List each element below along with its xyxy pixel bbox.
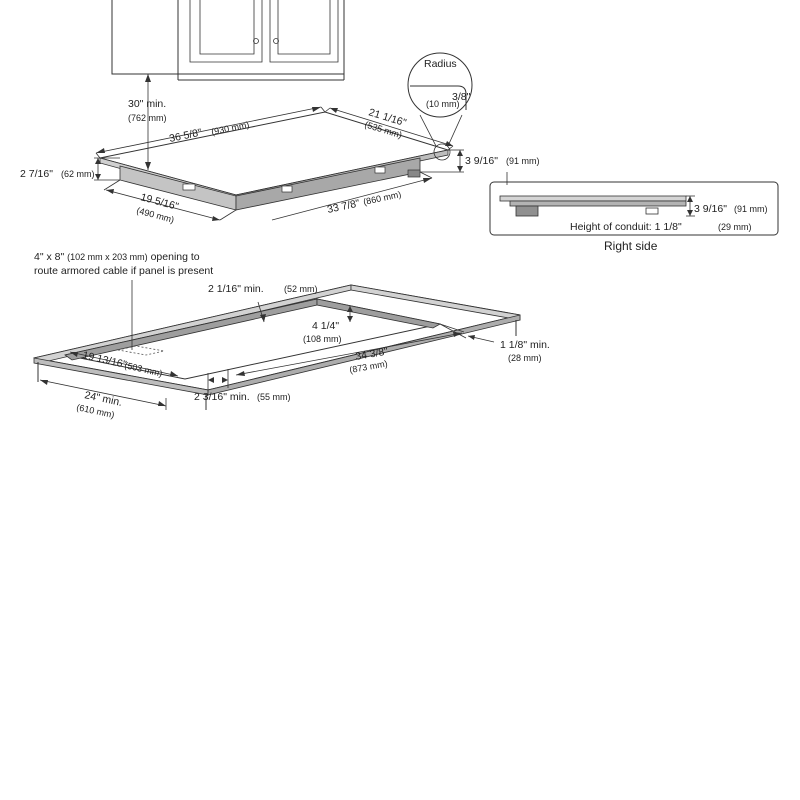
cable-opening-outline <box>117 345 165 356</box>
cooktop-width-mm: (930 mm) <box>210 119 250 137</box>
cabinet-clearance-dimension: 30" min. (762 mm) <box>128 74 167 170</box>
box-width-label: 33 7/8" <box>326 197 361 216</box>
radius-value: 3/8" <box>452 91 471 103</box>
front-clearance-mm: (55 mm) <box>257 392 291 402</box>
cooktop-thickness-label: 3 9/16" <box>465 155 498 167</box>
height-depth-mm: (108 mm) <box>303 334 342 344</box>
cooktop-thickness-mm: (91 mm) <box>506 156 540 166</box>
opening-note-mm: (102 mm x 203 mm) <box>67 252 148 262</box>
opening-note-text: opening to <box>151 251 200 263</box>
right-side-thickness-label: 3 9/16" <box>694 203 727 215</box>
right-side-conduit <box>645 207 659 215</box>
cutout-width-label: 34 3/8" <box>354 345 389 363</box>
countertop-cutout-view <box>33 284 521 410</box>
cabinet-clearance-label: 30" min. <box>128 98 166 110</box>
opening-note: 4" x 8" (102 mm x 203 mm) opening to rou… <box>34 251 213 350</box>
cooktop-thickness-dimension: 3 9/16" (91 mm) <box>420 149 540 173</box>
right-side-view: 3 9/16" (91 mm) Height of conduit: 1 1/8… <box>489 172 779 253</box>
cooktop-clip <box>182 183 196 191</box>
upper-cabinet <box>111 0 345 81</box>
height-depth-label: 4 1/4" <box>312 320 339 332</box>
cooktop-depth-dimension: 21 1/16" (535 mm) <box>324 106 454 151</box>
counter-depth-dimension: 24" min. (610 mm) <box>39 379 167 420</box>
side-clearance-dimension: 1 1/8" min. (28 mm) <box>439 323 550 363</box>
front-clearance-label: 2 3/16" min. <box>194 391 250 403</box>
opening-note-size: 4" x 8" <box>34 251 64 263</box>
cooktop-top-view <box>99 111 450 211</box>
edge-height-label: 2 7/16" <box>20 168 53 180</box>
svg-text:4" x 8" (102 mm x 203 mm: 4" x 8" (102 mm x 203 mm) opening to <box>34 251 200 263</box>
conduit-height-mm: (29 mm) <box>718 222 752 232</box>
right-side-panel <box>489 181 779 236</box>
conduit-connector <box>407 169 421 178</box>
door-knob-right <box>273 38 279 44</box>
cooktop-clip <box>281 185 293 193</box>
radius-detail: Radius 3/8" (10 mm) <box>407 52 473 161</box>
opening-note-line2: route armored cable if panel is present <box>34 265 213 277</box>
edge-height-mm: (62 mm) <box>61 169 95 179</box>
right-side-thickness-mm: (91 mm) <box>734 204 768 214</box>
conduit-height-label: Height of conduit: 1 1/8" <box>570 221 682 233</box>
radius-detail-circle <box>407 52 473 118</box>
front-clearance-dimension: 2 3/16" min. (55 mm) <box>194 369 291 403</box>
cutout-width-mm: (873 mm) <box>349 358 389 375</box>
radius-label: Radius <box>424 58 457 70</box>
door-knob-left <box>253 38 259 44</box>
radius-mm: (10 mm) <box>426 99 460 109</box>
side-clearance-label: 1 1/8" min. <box>500 339 550 351</box>
cooktop-clip <box>374 166 386 174</box>
right-side-glass <box>499 195 687 202</box>
side-clearance-mm: (28 mm) <box>508 353 542 363</box>
right-side-caption: Right side <box>604 239 658 253</box>
back-clearance-mm: (52 mm) <box>284 284 318 294</box>
height-depth-dimension: 4 1/4" (108 mm) <box>303 306 353 344</box>
back-clearance-dimension: 2 1/16" min. (52 mm) <box>208 283 318 323</box>
box-width-mm: (860 mm) <box>362 189 402 207</box>
back-clearance-label: 2 1/16" min. <box>208 283 264 295</box>
edge-height-dimension: 2 7/16" (62 mm) <box>20 157 120 181</box>
cooktop-width-label: 36 5/8" <box>168 127 203 145</box>
cabinet-clearance-mm: (762 mm) <box>128 113 167 123</box>
